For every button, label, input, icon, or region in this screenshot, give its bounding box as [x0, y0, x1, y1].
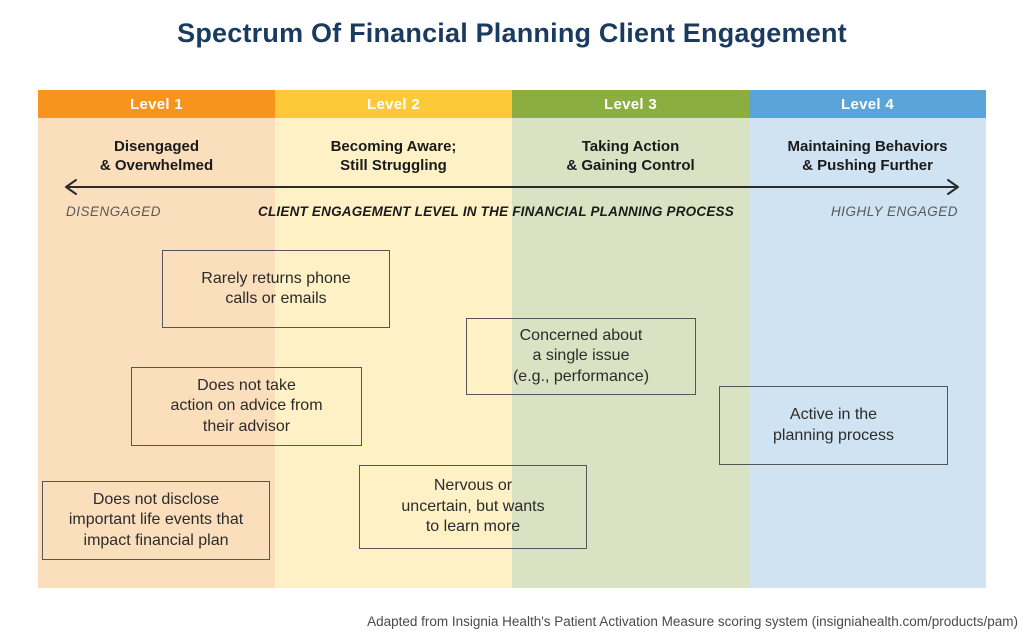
behavior-box-nervous-uncertain: Nervous or uncertain, but wants to learn… — [359, 465, 587, 549]
behavior-box-single-issue: Concerned about a single issue (e.g., pe… — [466, 318, 696, 395]
level-column-1 — [38, 118, 275, 588]
attribution-text: Adapted from Insignia Health's Patient A… — [367, 614, 1018, 629]
behavior-box-does-not-disclose: Does not disclose important life events … — [42, 481, 270, 560]
behavior-box-active-in-planning: Active in the planning process — [719, 386, 948, 465]
level-header-3: Level 3 — [512, 90, 749, 118]
level-header-2: Level 2 — [275, 90, 512, 118]
axis-label-row: DISENGAGED CLIENT ENGAGEMENT LEVEL IN TH… — [38, 204, 986, 219]
level-4-subtitle: Maintaining Behaviors & Pushing Further — [787, 138, 948, 174]
level-1-label: Level 1 — [130, 95, 183, 113]
level-subtitle-row: Disengaged & Overwhelmed Becoming Aware;… — [38, 138, 986, 176]
diagram-body: Disengaged & Overwhelmed Becoming Aware;… — [38, 118, 986, 588]
level-2-subtitle: Becoming Aware; Still Struggling — [330, 138, 457, 174]
level-header-4: Level 4 — [749, 90, 986, 118]
axis-left-label: DISENGAGED — [66, 204, 162, 219]
level-column-2 — [275, 118, 512, 588]
level-header-row: Level 1 Level 2 Level 3 Level 4 — [38, 90, 986, 118]
level-column-4 — [749, 118, 986, 588]
level-3-subtitle: Taking Action & Gaining Control — [566, 138, 695, 174]
behavior-box-rarely-returns: Rarely returns phone calls or emails — [162, 250, 390, 328]
level-4-label: Level 4 — [841, 95, 894, 113]
axis-right-label: HIGHLY ENGAGED — [830, 204, 958, 219]
spectrum-diagram: Level 1 Level 2 Level 3 Level 4 Disengag… — [38, 90, 986, 588]
level-header-1: Level 1 — [38, 90, 275, 118]
axis-center-label: CLIENT ENGAGEMENT LEVEL IN THE FINANCIAL… — [258, 204, 734, 219]
behavior-box-no-action-on-advice: Does not take action on advice from thei… — [131, 367, 362, 446]
engagement-axis-arrow-icon — [65, 179, 959, 195]
level-2-label: Level 2 — [367, 95, 420, 113]
level-3-label: Level 3 — [604, 95, 657, 113]
level-column-3 — [512, 118, 749, 588]
level-1-subtitle: Disengaged & Overwhelmed — [99, 138, 214, 174]
page-title: Spectrum Of Financial Planning Client En… — [177, 18, 847, 48]
